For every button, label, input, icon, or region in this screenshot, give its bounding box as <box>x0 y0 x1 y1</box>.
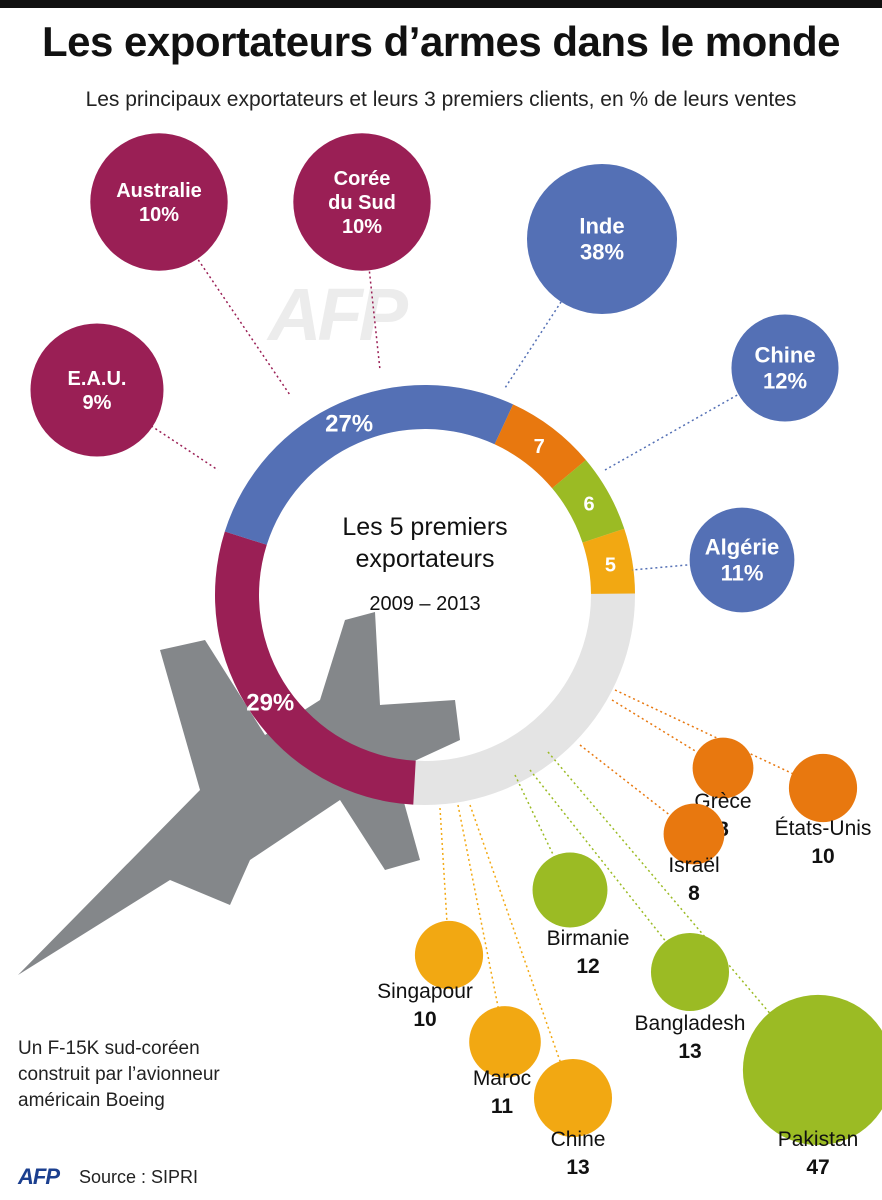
client-usa-eau-value: 9% <box>83 392 112 414</box>
client-russia-chine-bubble <box>731 314 839 422</box>
footer: AFP Source : SIPRI <box>18 1164 198 1190</box>
client-china-birmanie-value: 12 <box>576 955 599 978</box>
donut-segment-usa <box>214 531 416 805</box>
segment-label-china: 6 <box>584 493 595 515</box>
client-russia-chine-name-0: Chine <box>754 343 815 368</box>
afp-watermark: AFP <box>268 273 408 356</box>
exporter-name-russia: Russie <box>558 367 683 409</box>
client-usa-eau-leader <box>96 389 219 471</box>
donut-segment-france <box>582 528 635 594</box>
client-france-singapour-bubble <box>414 920 484 990</box>
client-china-bangladesh-name: Bangladesh <box>635 1012 746 1035</box>
top-bar <box>0 0 882 8</box>
exporter-name-france: France <box>371 884 489 925</box>
client-germany-grece-leader <box>611 699 724 769</box>
client-usa-eau-bubble <box>30 323 164 457</box>
client-china-bangladesh-value: 13 <box>678 1040 701 1063</box>
client-usa-coree-du-sud-name-0: Corée <box>334 168 391 190</box>
client-usa-australie-leader <box>158 201 291 396</box>
client-usa-australie-bubble <box>90 133 228 271</box>
photo-caption: Un F-15K sud-coréen construit par l’avio… <box>18 1036 220 1114</box>
client-germany-etats-unis-leader <box>614 689 824 789</box>
client-russia-algerie-name-0: Algérie <box>705 535 780 560</box>
exporter-name-usa-line2: Unis <box>39 517 121 559</box>
source-label: Source : SIPRI <box>79 1166 199 1187</box>
client-russia-algerie-bubble <box>689 507 795 613</box>
client-france-maroc-value: 11 <box>491 1095 514 1118</box>
client-russia-inde-name-0: Inde <box>579 214 624 239</box>
caption-line-3: américain Boeing <box>18 1090 165 1111</box>
jet-image <box>18 612 460 975</box>
client-germany-etats-unis-value: 10 <box>811 845 834 868</box>
exporter-name-china: Chine <box>517 807 617 848</box>
client-germany-israel-value: 8 <box>688 882 700 905</box>
exporter-name-usa-line1: États- <box>27 470 133 514</box>
client-france-chine-bubble <box>533 1058 613 1138</box>
segment-label-usa: 29% <box>246 689 294 716</box>
client-france-maroc-bubble <box>469 1006 541 1078</box>
center-line-1: Les 5 premiers <box>342 513 507 541</box>
segment-label-france: 5 <box>605 554 616 576</box>
donut-segment-china <box>552 460 625 543</box>
caption-line-2: construit par l’avionneur <box>18 1064 220 1085</box>
caption-line-1: Un F-15K sud-coréen <box>18 1038 200 1059</box>
client-france-chine-leader <box>469 804 574 1099</box>
client-germany-israel-bubble <box>663 803 725 865</box>
center-period: 2009 – 2013 <box>369 593 480 615</box>
client-france-singapour-value: 10 <box>413 1008 436 1031</box>
client-france-maroc-leader <box>457 804 506 1043</box>
center-line-2: exportateurs <box>356 545 495 573</box>
client-usa-coree-du-sud-leader <box>361 201 381 371</box>
client-china-pakistan-value: 47 <box>806 1156 829 1179</box>
client-germany-grece-name: Grèce <box>694 790 751 813</box>
client-china-pakistan-bubble <box>742 994 882 1146</box>
client-germany-etats-unis-name: États-Unis <box>775 817 872 840</box>
segment-label-russia: 27% <box>325 411 373 438</box>
afp-logo: AFP <box>18 1164 60 1189</box>
client-china-bangladesh-bubble <box>650 932 730 1012</box>
donut-segment-russia <box>224 384 514 545</box>
client-germany-etats-unis-bubble <box>788 753 858 823</box>
page-subtitle: Les principaux exportateurs et leurs 3 p… <box>85 88 797 111</box>
donut-segment-germany <box>494 404 586 489</box>
client-usa-eau-name-0: E.A.U. <box>68 368 127 390</box>
client-usa-coree-du-sud-bubble <box>293 133 431 271</box>
client-germany-grece-bubble <box>692 737 754 799</box>
client-china-pakistan-name: Pakistan <box>778 1128 859 1151</box>
page-title: Les exportateurs d’armes dans le monde <box>42 18 840 65</box>
client-france-chine-name: Chine <box>551 1128 606 1151</box>
client-russia-chine-value: 12% <box>763 369 807 394</box>
client-china-birmanie-bubble <box>532 852 608 928</box>
client-usa-coree-du-sud-name-1: du Sud <box>328 192 396 214</box>
client-france-chine-value: 13 <box>566 1156 589 1179</box>
client-france-maroc-name: Maroc <box>473 1067 531 1090</box>
client-russia-inde-value: 38% <box>580 240 624 265</box>
segment-label-germany: 7 <box>534 436 545 458</box>
client-usa-australie-name-0: Australie <box>116 180 202 202</box>
client-france-singapour-name: Singapour <box>377 980 473 1003</box>
client-russia-algerie-leader <box>631 559 743 571</box>
client-usa-australie-value: 10% <box>139 204 179 226</box>
client-china-birmanie-name: Birmanie <box>547 927 630 950</box>
client-usa-coree-du-sud-value: 10% <box>342 216 382 238</box>
client-russia-algerie-value: 11% <box>721 561 764 586</box>
client-germany-israel-name: Israël <box>668 854 719 877</box>
client-russia-inde-bubble <box>526 163 678 315</box>
